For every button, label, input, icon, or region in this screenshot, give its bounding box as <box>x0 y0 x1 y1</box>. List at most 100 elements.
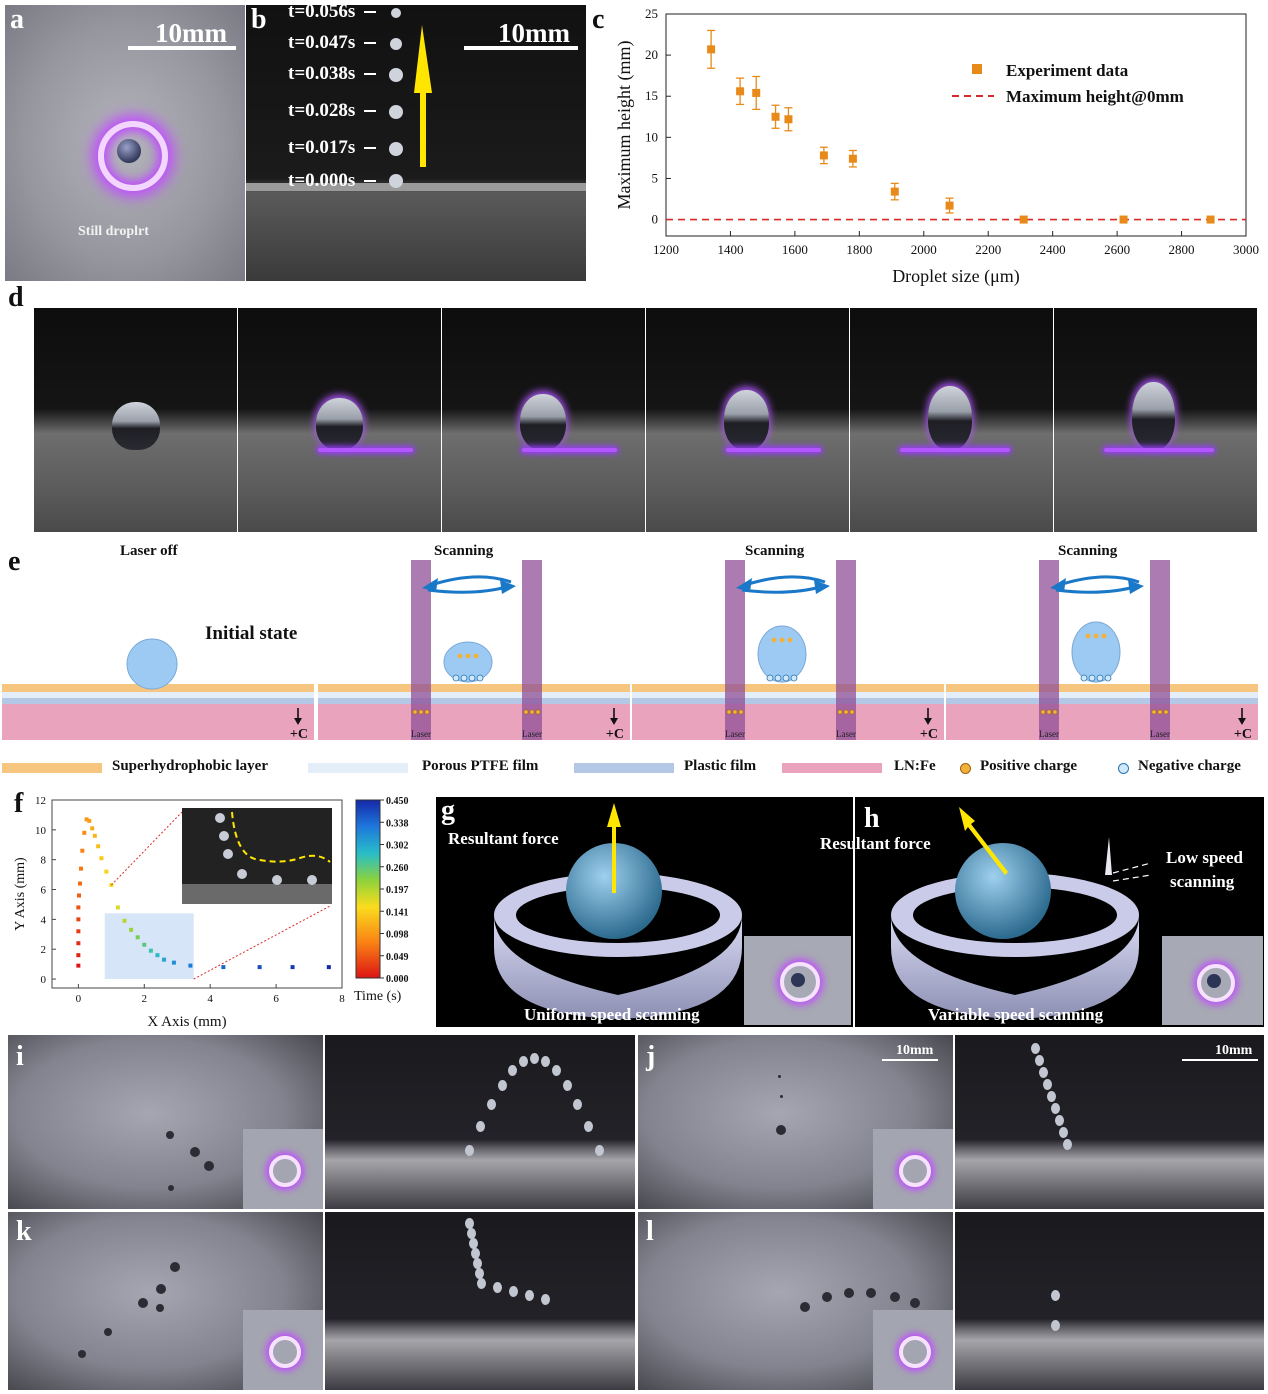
droplet <box>170 1262 180 1272</box>
trajectory-point <box>171 960 176 965</box>
colorbar-tick-label: 0.197 <box>386 885 409 896</box>
laser-beam <box>1039 560 1059 740</box>
droplet <box>519 1056 529 1068</box>
side-view <box>955 1035 1264 1209</box>
laser-ring <box>269 1155 301 1187</box>
droplet <box>465 1145 474 1156</box>
state-label: Laser off <box>120 543 178 559</box>
data-point <box>848 154 857 163</box>
state-label: Scanning <box>1058 543 1118 559</box>
colorbar-tick-label: 0.450 <box>386 796 409 807</box>
force-arrow-icon <box>959 807 1008 875</box>
droplet <box>138 1298 148 1308</box>
time-label: t=0.047s <box>288 32 356 53</box>
droplet <box>1039 1067 1048 1078</box>
lnfe-layer <box>946 704 1258 740</box>
trajectory-point <box>76 905 81 910</box>
droplet <box>1031 1043 1040 1054</box>
positive-charge <box>1163 709 1169 715</box>
data-point <box>784 115 793 124</box>
legend-label: Experiment data <box>1006 61 1129 80</box>
trajectory-point <box>99 856 104 861</box>
droplet <box>525 1290 534 1301</box>
y-tick-label: 25 <box>645 6 658 21</box>
droplet <box>316 398 363 450</box>
legend-swatch <box>308 763 408 773</box>
laser-label: Laser <box>1039 729 1059 739</box>
x-tick-label: 8 <box>339 993 345 1005</box>
trajectory-point <box>92 833 97 838</box>
positive-charge <box>732 709 738 715</box>
state-label: Scanning <box>434 543 494 559</box>
panel-label-h: h <box>864 803 880 834</box>
panel-j <box>638 1035 1264 1209</box>
colorbar-tick-label: 0.000 <box>386 974 409 985</box>
positive-charge <box>1157 709 1163 715</box>
positive-charge <box>523 709 529 715</box>
frame <box>646 308 849 532</box>
panel-d-strip <box>34 308 1257 532</box>
panel-label-j: j <box>646 1041 656 1072</box>
droplet <box>190 1147 200 1157</box>
trajectory-point <box>77 893 82 898</box>
colorbar-tick-label: 0.098 <box>386 930 409 941</box>
scan-arrow-icon <box>814 580 830 594</box>
laser-ring <box>899 1336 931 1368</box>
trajectory-point <box>79 866 83 871</box>
legend-marker <box>972 64 982 74</box>
negative-charge-icon <box>1118 763 1129 774</box>
trajectory-point <box>148 948 153 953</box>
down-arrow-icon <box>924 718 932 725</box>
zoom-guide <box>110 811 183 886</box>
colorbar-tick-label: 0.049 <box>386 952 409 963</box>
y-tick-label: 10 <box>35 825 47 837</box>
droplet <box>1071 621 1121 683</box>
y-tick-label: 4 <box>41 914 47 926</box>
x-axis-label: Droplet size (μm) <box>892 266 1020 287</box>
still-droplet <box>117 139 141 163</box>
scan-arrow-icon <box>1055 575 1140 588</box>
inset-photo <box>873 1310 953 1390</box>
inset-droplet <box>215 813 225 823</box>
trajectory-point <box>76 953 81 958</box>
x-tick-label: 2800 <box>1169 242 1195 257</box>
scan-arrow-icon <box>422 578 438 592</box>
droplet <box>166 1131 174 1139</box>
legend-swatch <box>574 763 674 773</box>
data-point <box>1019 215 1028 224</box>
positive-charge <box>1151 709 1157 715</box>
trajectory-point <box>78 881 83 886</box>
time-label: t=0.000s <box>288 170 356 191</box>
x-tick-label: 2 <box>142 993 148 1005</box>
scan-arrow-icon <box>500 580 516 594</box>
y-tick-label: 15 <box>645 88 658 103</box>
y-tick-label: 5 <box>652 170 659 185</box>
positive-charge <box>473 653 479 659</box>
colorbar-tick-label: 0.141 <box>386 907 409 918</box>
frame <box>850 308 1053 532</box>
time-label: t=0.017s <box>288 137 356 158</box>
panel-b-overlay <box>364 8 432 188</box>
trajectory-point <box>104 869 109 874</box>
droplet <box>156 1284 166 1294</box>
positive-charge <box>779 637 785 643</box>
side-view <box>325 1035 635 1209</box>
y-axis-label: Maximum height (mm) <box>614 41 635 210</box>
negative-charge <box>476 674 484 682</box>
panel-k <box>8 1212 635 1390</box>
superhydrophobic-layer <box>946 684 1258 692</box>
zoom-guide <box>193 905 331 980</box>
x-tick-label: 6 <box>273 993 279 1005</box>
negative-charge <box>1088 674 1096 682</box>
trajectory-point <box>129 927 134 932</box>
ring-render-h <box>891 807 1152 1019</box>
droplet <box>724 390 769 450</box>
trajectory-point <box>326 965 331 970</box>
panel-l <box>638 1212 1264 1390</box>
x-tick-label: 4 <box>207 993 213 1005</box>
x-tick-label: 1800 <box>846 242 872 257</box>
side-view <box>325 1212 635 1390</box>
inset-droplet <box>272 875 282 885</box>
trajectory-point <box>84 817 89 822</box>
laser-glow <box>1104 448 1214 452</box>
